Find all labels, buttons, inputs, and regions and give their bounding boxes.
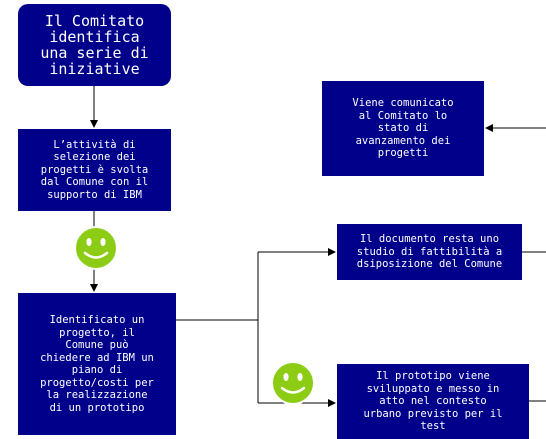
feasibility-document-label: Il documento resta uno studio di fattibi…	[356, 233, 503, 271]
smiley-face-icon	[74, 226, 118, 270]
selection-label: L’attività di selezione dei progetti è s…	[40, 138, 149, 201]
process-box-feasibility-document: Il documento resta uno studio di fattibi…	[337, 224, 522, 280]
status-communicated-label: Viene comunicato al Comitato lo stato di…	[352, 97, 454, 160]
identified-project-label: Identificato un progetto, il Comune può …	[40, 314, 154, 414]
start-node-committee: Il Comitato identifica una serie di iniz…	[18, 4, 171, 86]
process-box-selection: L’attività di selezione dei progetti è s…	[18, 129, 171, 211]
prototype-label: Il prototipo viene sviluppato e messo in…	[363, 370, 503, 433]
start-node-label: Il Comitato identifica una serie di iniz…	[40, 12, 149, 78]
process-box-status-communicated: Viene comunicato al Comitato lo stato di…	[322, 81, 484, 176]
process-box-identified-project: Identificato un progetto, il Comune può …	[18, 293, 176, 435]
process-box-prototype: Il prototipo viene sviluppato e messo in…	[337, 364, 529, 439]
smiley-face-icon	[271, 361, 315, 405]
